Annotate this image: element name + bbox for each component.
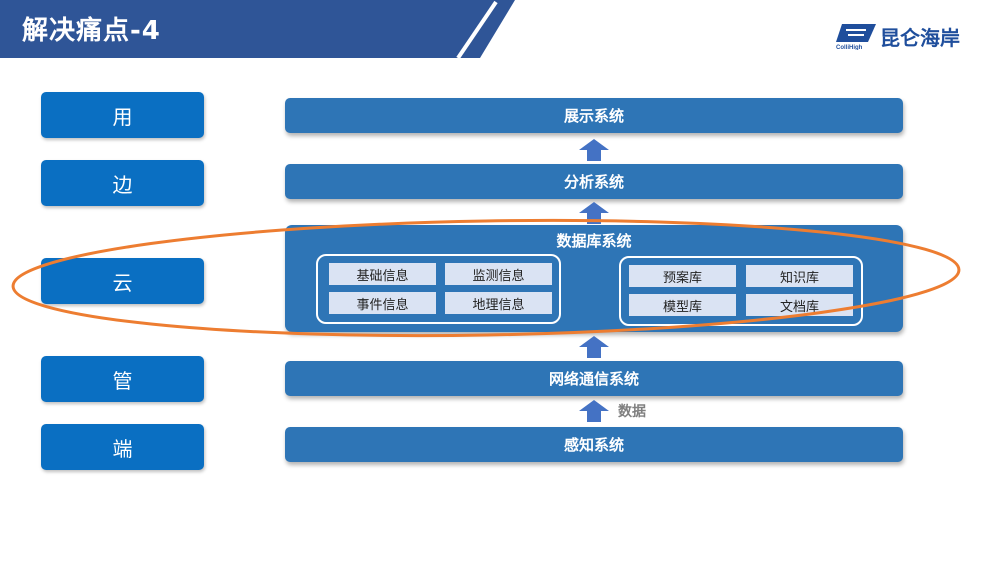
header-banner	[0, 0, 515, 58]
db-cell: 模型库	[629, 294, 736, 316]
layer-terminal: 端	[41, 424, 204, 470]
display-system: 展示系统	[285, 98, 903, 133]
layer-pipe: 管	[41, 356, 204, 402]
db-cell: 知识库	[746, 265, 853, 287]
layer-use: 用	[41, 92, 204, 138]
arrow-up-icon	[579, 400, 609, 422]
logo: ColliHigh 昆仑海岸	[836, 22, 960, 51]
logo-icon: ColliHigh	[836, 23, 876, 50]
db-cell: 监测信息	[445, 263, 552, 285]
perception-system: 感知系统	[285, 427, 903, 462]
db-cell: 文档库	[746, 294, 853, 316]
db-cell: 事件信息	[329, 292, 436, 314]
arrow-up-icon	[579, 202, 609, 224]
layer-cloud: 云	[41, 258, 204, 304]
db-cell: 地理信息	[445, 292, 552, 314]
network-system: 网络通信系统	[285, 361, 903, 396]
layer-edge: 边	[41, 160, 204, 206]
database-system: 数据库系统 基础信息 监测信息 事件信息 地理信息 预案库 知识库 模型库 文档…	[285, 225, 903, 332]
logo-text: 昆仑海岸	[880, 26, 960, 50]
arrow-up-icon	[579, 139, 609, 161]
page-title: 解决痛点-4	[22, 16, 161, 46]
data-label: 数据	[618, 404, 646, 420]
db-cell: 预案库	[629, 265, 736, 287]
analysis-system: 分析系统	[285, 164, 903, 199]
arrow-up-icon	[579, 336, 609, 358]
database-title: 数据库系统	[556, 232, 632, 250]
db-cell: 基础信息	[329, 263, 436, 285]
svg-text:ColliHigh: ColliHigh	[836, 45, 863, 50]
